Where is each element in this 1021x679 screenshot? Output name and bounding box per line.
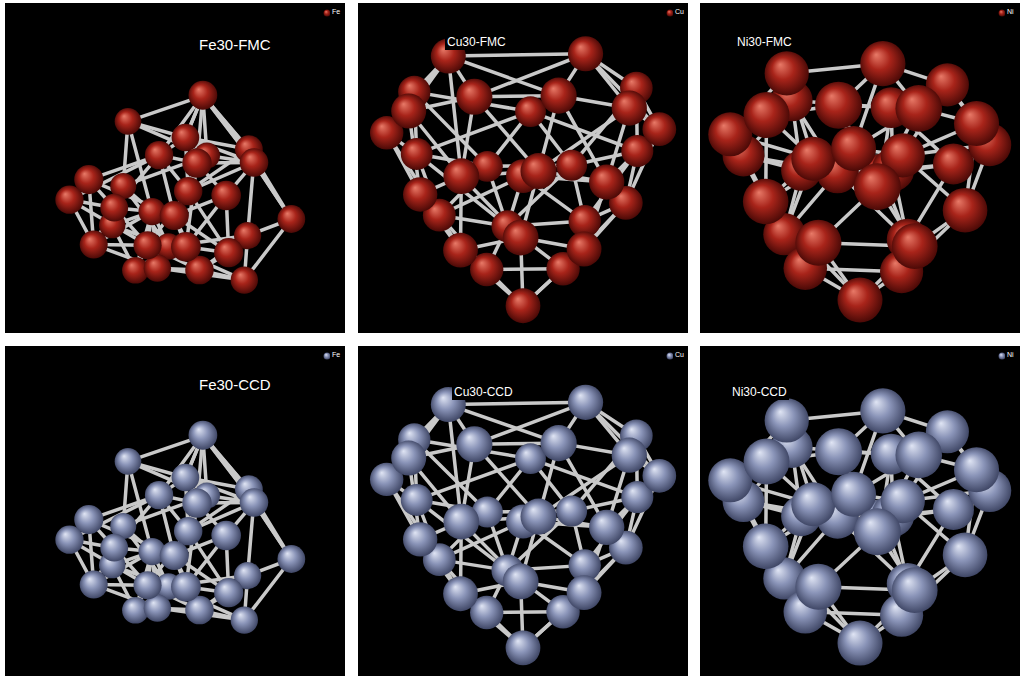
bond-lines [730, 411, 990, 643]
bond-lines [387, 402, 660, 648]
legend-label: Fe [330, 351, 342, 359]
atom-spheres [55, 421, 305, 634]
cluster-illustration [358, 346, 688, 676]
atom-spheres [370, 36, 676, 323]
cluster-illustration [5, 346, 345, 676]
cluster-panel: Cu30-FMC Cu [358, 3, 688, 333]
cluster-label: Ni30-CCD [730, 386, 789, 400]
legend-label: Ni [1005, 351, 1016, 359]
cluster-label: Fe30-CCD [197, 376, 273, 393]
bond-lines [69, 435, 291, 620]
cluster-illustration [700, 3, 1020, 333]
legend-label: Fe [330, 8, 342, 16]
atom-spheres [370, 385, 676, 666]
legend-label: Cu [673, 351, 686, 359]
cluster-panel: Fe30-FMC Fe [5, 3, 345, 333]
cluster-illustration [358, 3, 688, 333]
cluster-panel: Fe30-CCD Fe [5, 346, 345, 676]
bond-lines [730, 64, 990, 300]
bond-lines [387, 54, 660, 306]
legend-label: Cu [673, 8, 686, 16]
cluster-label: Ni30-FMC [735, 36, 794, 50]
cluster-panel: Ni30-CCD Ni [700, 346, 1020, 676]
legend-label: Ni [1005, 8, 1016, 16]
bond-lines [69, 95, 291, 280]
cluster-panel: Ni30-FMC Ni [700, 3, 1020, 333]
cluster-label: Fe30-FMC [197, 36, 273, 53]
atom-spheres [55, 81, 305, 294]
cluster-panel: Cu30-CCD Cu [358, 346, 688, 676]
cluster-illustration [5, 3, 345, 333]
atom-spheres [708, 41, 1011, 322]
atom-spheres [708, 388, 1011, 665]
cluster-label: Cu30-CCD [452, 386, 515, 400]
cluster-label: Cu30-FMC [445, 36, 508, 50]
